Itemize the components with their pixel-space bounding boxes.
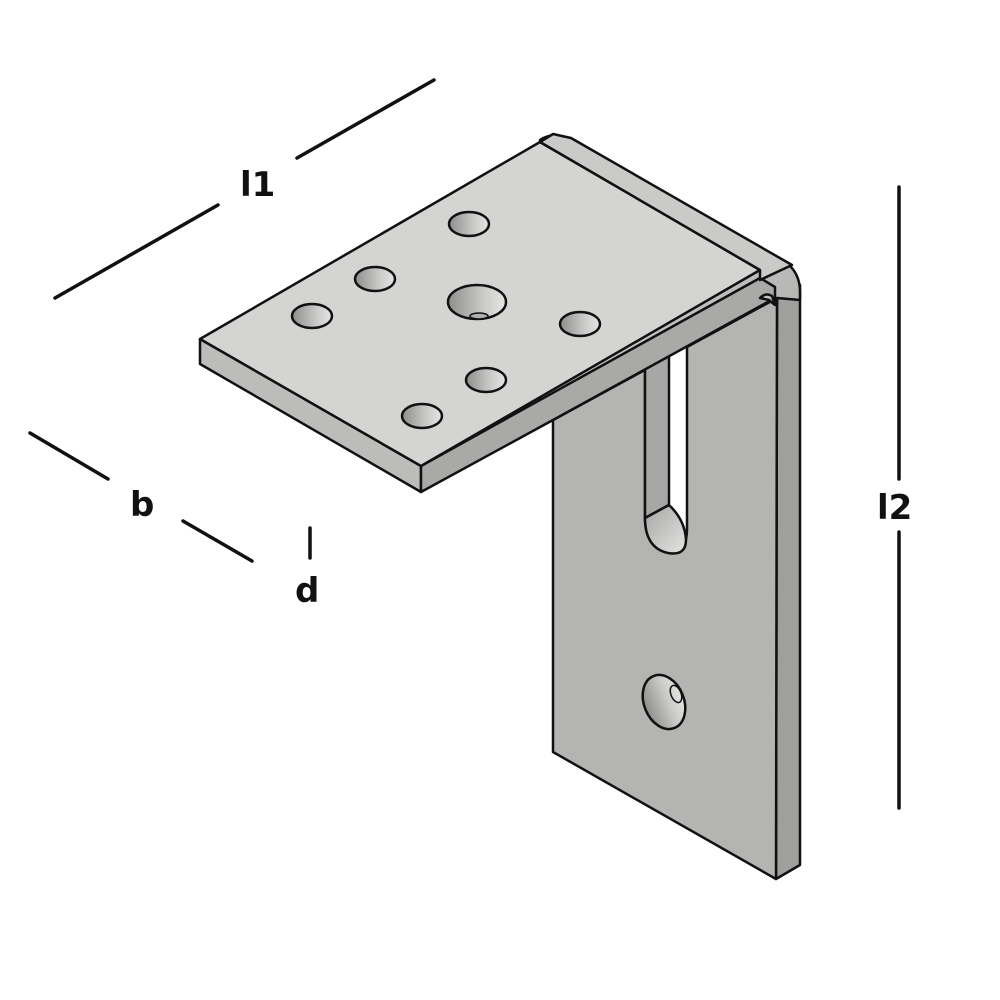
dimension-d: d — [295, 526, 319, 611]
vertical-leg-side-face — [774, 283, 802, 881]
large-hole — [446, 283, 508, 321]
l1-dimension-line-right — [295, 78, 436, 160]
d-label: d — [295, 571, 319, 611]
slot-bottom-curve — [643, 503, 688, 555]
hole-2 — [353, 265, 397, 293]
b-label: b — [130, 485, 154, 525]
vertical-leg-slot — [643, 340, 689, 555]
horizontal-leg-holes — [290, 210, 602, 430]
l2-label: l2 — [877, 488, 912, 528]
hole-4 — [558, 310, 602, 338]
dimension-l1: l1 — [53, 78, 436, 300]
hole-6 — [400, 402, 444, 430]
slot-inner-wall — [643, 350, 671, 520]
vertical-hole-rim — [641, 673, 687, 731]
hole-3 — [447, 210, 491, 238]
hole-5 — [464, 366, 508, 394]
bend-inner-lip — [758, 293, 777, 307]
vertical-hole-inner-edge — [669, 684, 683, 704]
bend-top-strip — [538, 132, 794, 282]
hole-1 — [290, 302, 334, 330]
dimension-b: b — [28, 431, 254, 563]
large-hole-inner-edge — [469, 312, 489, 320]
l1-dimension-line-left — [53, 203, 220, 300]
b-dimension-line-left — [28, 431, 110, 481]
l1-label: l1 — [240, 165, 275, 205]
b-dimension-line-right — [181, 519, 254, 563]
vertical-leg-hole — [641, 673, 687, 731]
angle-bracket — [198, 132, 802, 881]
dimension-l2: l2 — [877, 185, 912, 810]
